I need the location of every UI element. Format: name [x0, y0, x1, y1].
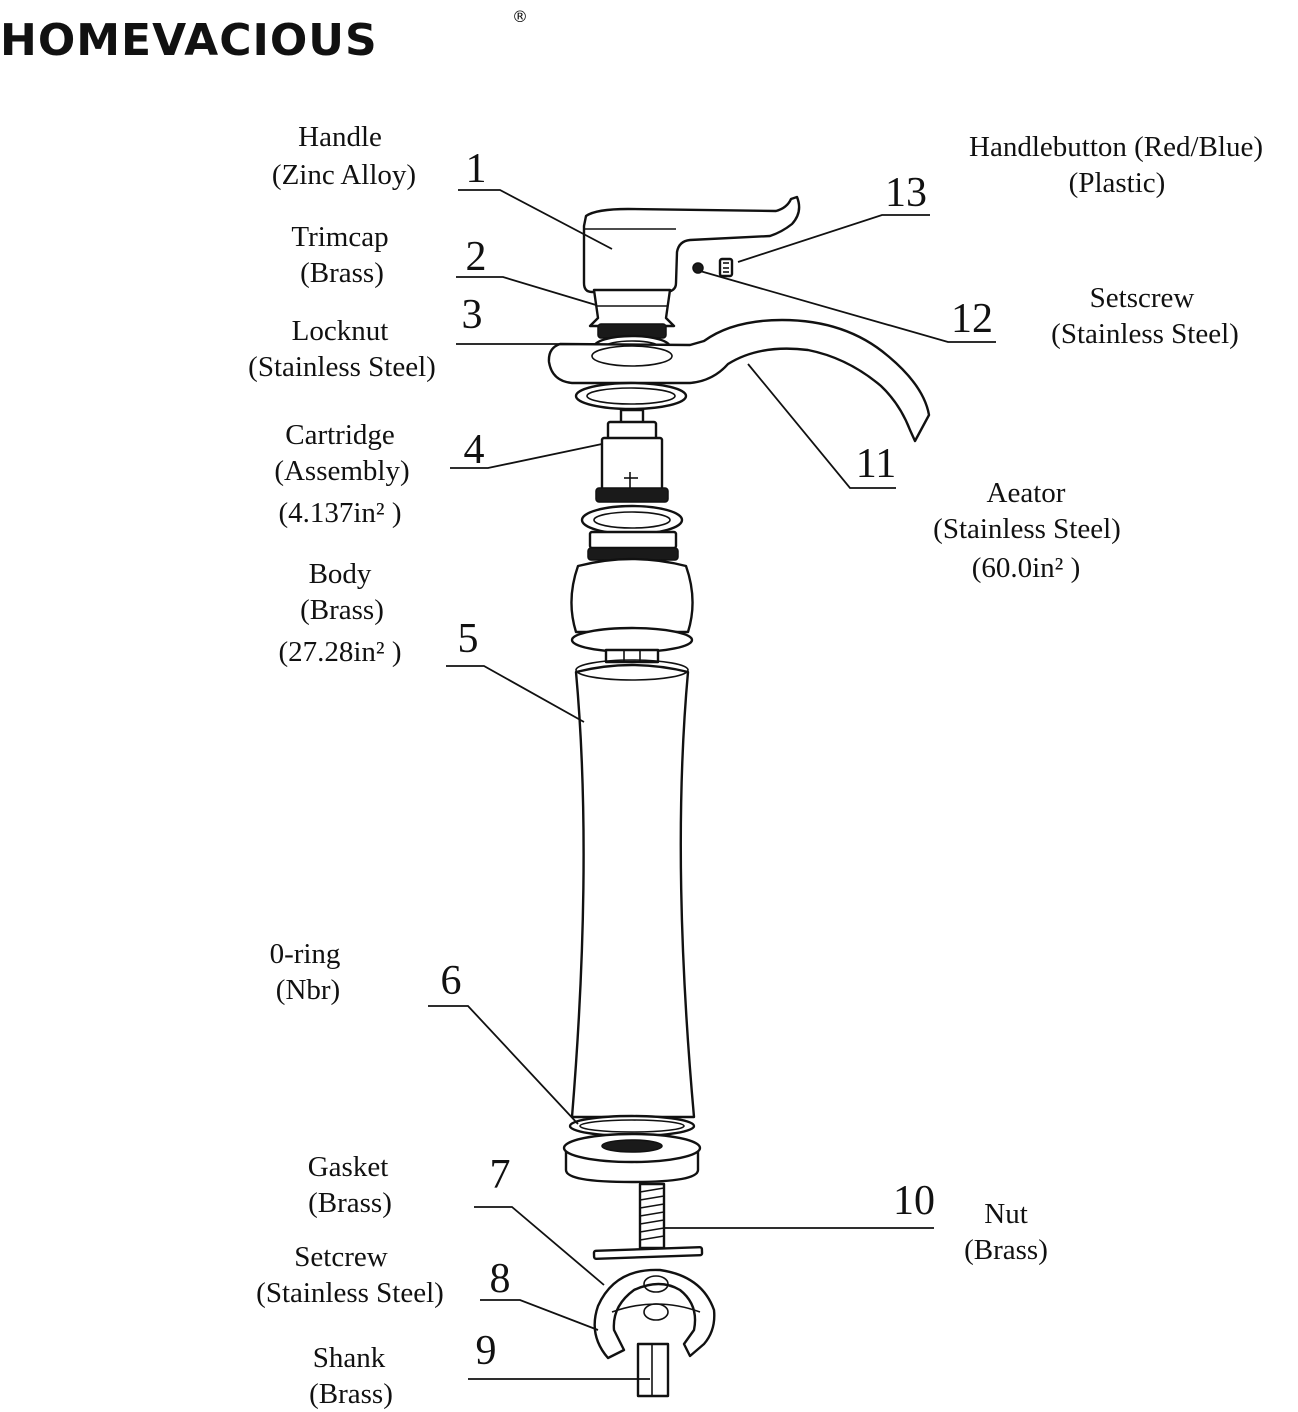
threaded-shank-part [638, 1182, 666, 1250]
leader-7 [474, 1206, 605, 1286]
label-trimcap-material: (Brass) [300, 257, 384, 289]
leader-1 [458, 189, 613, 250]
part-number-3: 3 [462, 292, 483, 338]
label-cartridge-material: (Assembly) [274, 455, 409, 487]
label-handlebutton-material: (Plastic) [1069, 167, 1166, 199]
body-column-part [570, 659, 696, 1119]
label-locknut-name: Locknut [292, 315, 389, 347]
label-aeator-material: (Stainless Steel) [933, 513, 1121, 545]
brand-logo: HOMEVACIOUS [0, 15, 378, 66]
part-number-5: 5 [458, 616, 479, 662]
label-shank-material: (Brass) [309, 1378, 393, 1410]
shank-part [636, 1342, 670, 1398]
handlebutton-part [718, 257, 734, 278]
part-number-4: 4 [464, 427, 485, 473]
base-fitting-part [562, 1132, 702, 1184]
label-locknut-material: (Stainless Steel) [248, 351, 436, 383]
clamp-part [593, 1268, 716, 1360]
label-gasket-name: Gasket [308, 1151, 389, 1183]
leader-11 [747, 363, 896, 489]
spout-part [547, 318, 931, 443]
label-cartridge-name: Cartridge [285, 419, 395, 451]
label-handle-name: Handle [298, 121, 382, 153]
leader-5 [446, 665, 585, 723]
part-number-12: 12 [951, 296, 993, 342]
leader-8 [480, 1299, 599, 1331]
registered-mark: ® [512, 7, 528, 26]
label-setcrew-name: Setcrew [294, 1241, 387, 1273]
part-number-9: 9 [476, 1328, 497, 1374]
part-number-13: 13 [885, 170, 927, 216]
part-number-8: 8 [490, 1256, 511, 1302]
label-aeator-area: (60.0in² ) [972, 552, 1081, 584]
label-trimcap-name: Trimcap [291, 221, 388, 253]
leader-13 [737, 214, 930, 263]
trimcap-part [588, 288, 676, 328]
label-cartridge-area: (4.137in² ) [278, 497, 401, 529]
label-gasket-material: (Brass) [308, 1187, 392, 1219]
label-setscrew-material: (Stainless Steel) [1051, 318, 1239, 350]
handle-part [582, 195, 801, 294]
part-number-6: 6 [441, 958, 462, 1004]
spout-gasket-part [574, 381, 688, 411]
label-body-area: (27.28in² ) [278, 636, 401, 668]
leader-4 [450, 443, 603, 469]
label-setcrew-material: (Stainless Steel) [256, 1277, 444, 1309]
cartridge-part [580, 408, 684, 536]
label-shank-name: Shank [313, 1342, 386, 1374]
gasket-part [592, 1245, 704, 1261]
label-handlebutton-name: Handlebutton (Red/Blue) [969, 131, 1263, 163]
leader-lines [428, 189, 996, 1380]
label-body-name: Body [309, 558, 372, 590]
leader-2 [456, 276, 597, 306]
label-nut-name: Nut [984, 1198, 1028, 1230]
body-collar-part [570, 530, 694, 664]
faucet-drawing [547, 195, 931, 1398]
leader-12 [699, 270, 996, 343]
label-o-ring-name: 0-ring [270, 938, 341, 970]
part-number-2: 2 [466, 234, 487, 280]
label-o-ring-material: (Nbr) [276, 974, 340, 1006]
label-aeator-name: Aeator [987, 477, 1066, 509]
part-number-11: 11 [856, 441, 896, 487]
part-number-7: 7 [490, 1152, 511, 1198]
label-nut-material: (Brass) [964, 1234, 1048, 1266]
label-setscrew-name: Setscrew [1090, 282, 1195, 314]
label-body-material: (Brass) [300, 594, 384, 626]
part-number-10: 10 [893, 1178, 935, 1224]
part-number-1: 1 [466, 146, 487, 192]
label-handle-material: (Zinc Alloy) [272, 159, 416, 191]
leader-6 [428, 1005, 579, 1125]
